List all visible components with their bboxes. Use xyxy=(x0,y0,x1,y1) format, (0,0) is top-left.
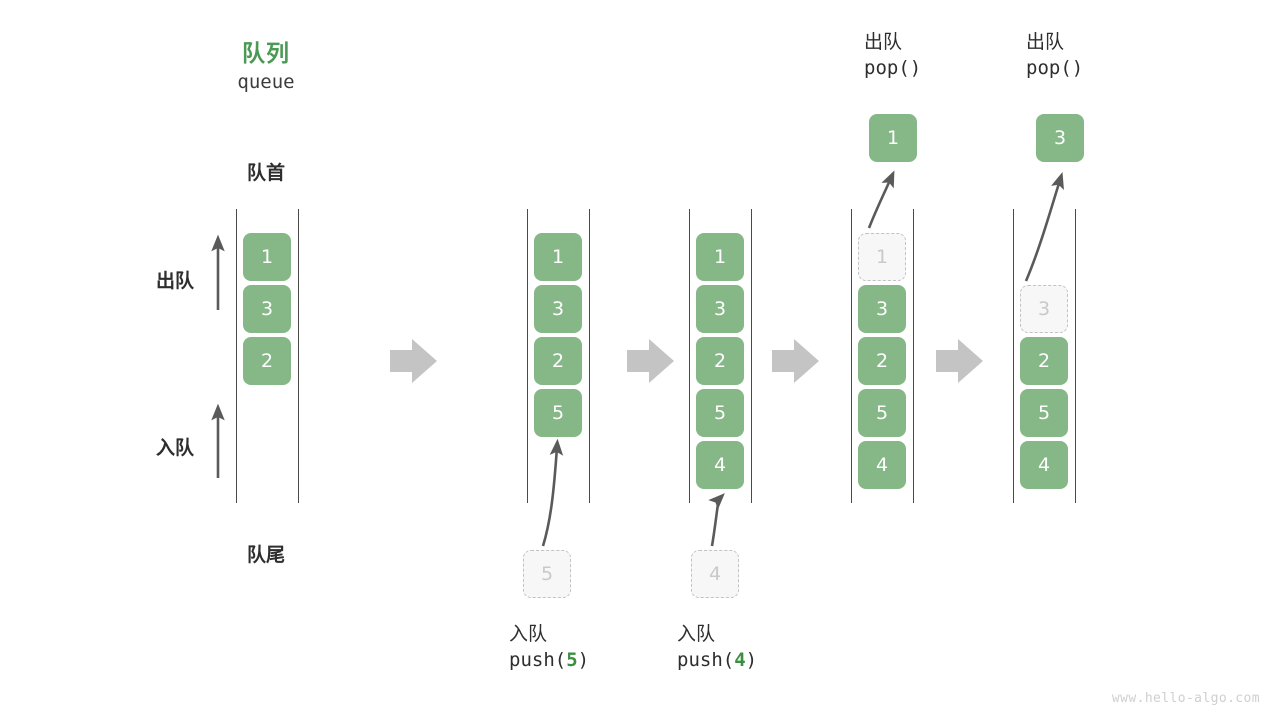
queue-cell: 2 xyxy=(1020,337,1068,385)
incoming-element-ghost: 5 xyxy=(523,550,571,598)
queue-cell: 2 xyxy=(243,337,291,385)
operation-caption-push5: 入队 push(5) xyxy=(509,622,589,673)
watermark: www.hello-algo.com xyxy=(1111,691,1260,706)
dequeue-direction-label: 出队 xyxy=(155,270,194,292)
queue-cell: 3 xyxy=(858,285,906,333)
queue-cell: 5 xyxy=(1020,389,1068,437)
operation-label-cn: 入队 xyxy=(509,623,548,645)
operation-label-code: push(4) xyxy=(677,648,758,671)
popped-element: 1 xyxy=(869,114,917,162)
queue-rail-left-col4 xyxy=(851,209,853,503)
queue-rail-left-col2 xyxy=(527,209,529,503)
queue-cell: 3 xyxy=(534,285,582,333)
operation-caption-pop1: 出队 pop() xyxy=(864,30,921,81)
queue-cell: 2 xyxy=(534,337,582,385)
queue-rail-right-col4 xyxy=(913,209,915,503)
operation-label-cn: 出队 xyxy=(864,31,903,53)
step-chevron-icon xyxy=(627,339,674,383)
operation-label-cn: 出队 xyxy=(1026,31,1065,53)
queue-cell: 1 xyxy=(534,233,582,281)
queue-rail-right-col3 xyxy=(751,209,753,503)
operation-label-code: push(5) xyxy=(509,648,590,671)
queue-cell: 3 xyxy=(696,285,744,333)
queue-cell-removed: 1 xyxy=(858,233,906,281)
queue-rail-left-col3 xyxy=(689,209,691,503)
queue-cell: 5 xyxy=(696,389,744,437)
incoming-element-ghost: 4 xyxy=(691,550,739,598)
queue-cell: 4 xyxy=(1020,441,1068,489)
step-chevron-icon xyxy=(936,339,983,383)
queue-rail-right-col2 xyxy=(589,209,591,503)
popped-element: 3 xyxy=(1036,114,1084,162)
queue-cell: 3 xyxy=(243,285,291,333)
step-chevron-icon xyxy=(772,339,819,383)
queue-cell: 2 xyxy=(696,337,744,385)
queue-cell: 4 xyxy=(858,441,906,489)
operation-caption-push4: 入队 push(4) xyxy=(677,622,757,673)
queue-rail-left-col5 xyxy=(1013,209,1015,503)
queue-rail-left-col1 xyxy=(236,209,238,503)
step-chevron-icon xyxy=(390,339,437,383)
operation-label-cn: 入队 xyxy=(677,623,716,645)
queue-cell: 2 xyxy=(858,337,906,385)
queue-cell: 1 xyxy=(696,233,744,281)
queue-rail-right-col5 xyxy=(1075,209,1077,503)
push-arrow-4 xyxy=(708,493,725,547)
pop-arrow-3 xyxy=(1024,172,1064,282)
queue-rear-label: 队尾 xyxy=(246,544,285,566)
queue-cell-removed: 3 xyxy=(1020,285,1068,333)
diagram-title-en: queue xyxy=(237,71,295,93)
queue-cell-new: 4 xyxy=(696,441,744,489)
push-arrow-5 xyxy=(541,438,564,547)
enqueue-direction-label: 入队 xyxy=(155,437,194,459)
queue-rail-right-col1 xyxy=(298,209,300,503)
queue-cell: 1 xyxy=(243,233,291,281)
diagram-title-cn: 队列 xyxy=(242,41,290,67)
queue-cell: 5 xyxy=(858,389,906,437)
queue-cell-new: 5 xyxy=(534,389,582,437)
operation-label-code: pop() xyxy=(864,56,922,79)
operation-caption-pop3: 出队 pop() xyxy=(1026,30,1083,81)
operation-label-code: pop() xyxy=(1026,56,1084,79)
queue-front-label: 队首 xyxy=(246,162,285,184)
pop-arrow-1 xyxy=(867,170,895,229)
